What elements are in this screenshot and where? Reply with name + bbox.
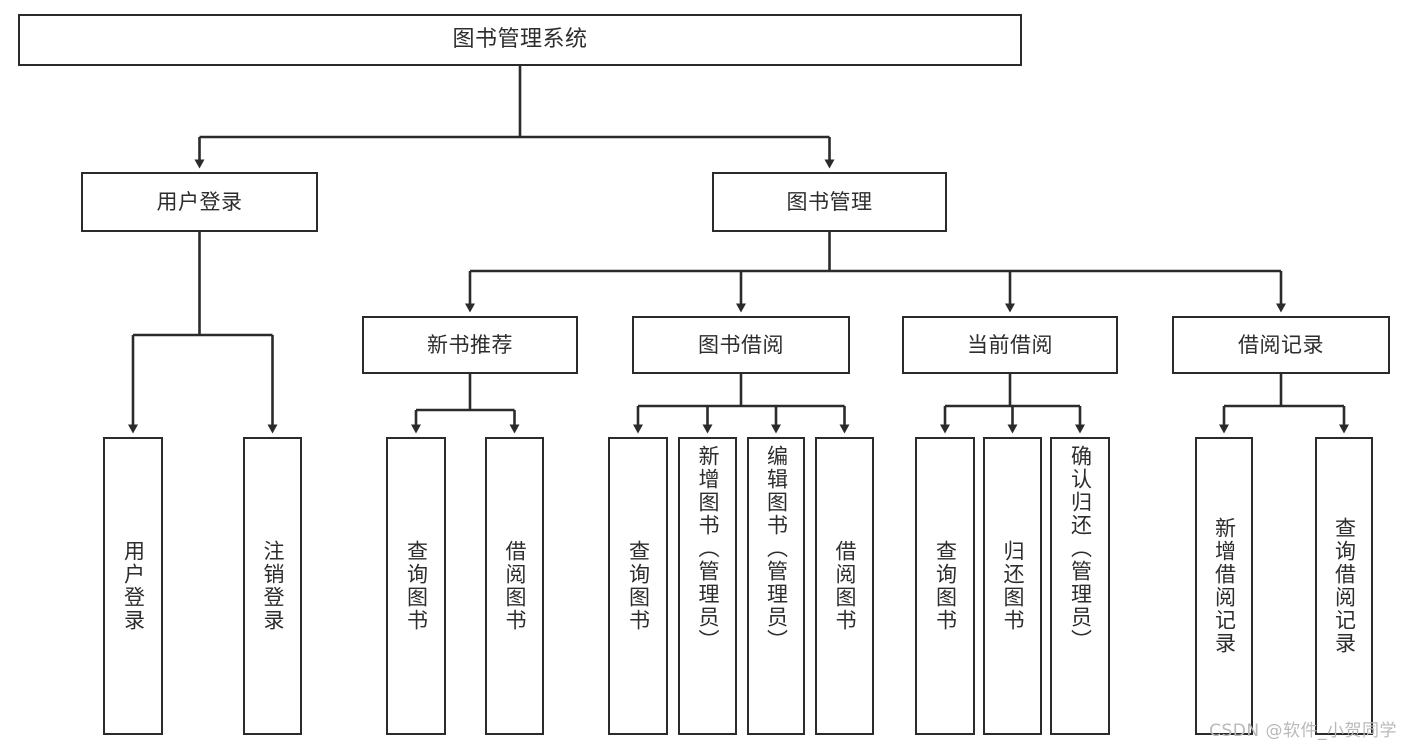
node-label-root: 图书管理系统 [452,27,588,53]
node-book-manage[interactable]: 图书管理 [712,172,947,232]
node-leaf-edit-book-admin[interactable]: 编辑图书（管理员） [747,437,805,735]
node-root[interactable]: 图书管理系统 [18,14,1022,66]
node-leaf-query-book-recommend[interactable]: 查询图书 [386,437,446,735]
node-label-user-login: 用户登录 [156,189,243,214]
node-leaf-add-borrow-record[interactable]: 新增借阅记录 [1195,437,1253,735]
node-leaf-add-book-admin[interactable]: 新增图书（管理员） [678,437,737,735]
node-label-leaf-query-borrow-record: 查询借阅记录 [1332,517,1357,655]
node-label-leaf-return-book: 归还图书 [1001,540,1025,632]
node-leaf-borrow-book[interactable]: 借阅图书 [815,437,874,735]
node-leaf-logout-login[interactable]: 注销登录 [243,437,302,735]
node-label-borrow-record: 借阅记录 [1238,332,1324,357]
node-leaf-borrow-book-recommend[interactable]: 借阅图书 [485,437,544,735]
node-current-borrow[interactable]: 当前借阅 [902,316,1118,374]
node-new-book-recommend[interactable]: 新书推荐 [362,316,578,374]
node-label-leaf-edit-book-admin: 编辑图书（管理员） [764,445,789,652]
node-leaf-query-borrow-record[interactable]: 查询借阅记录 [1315,437,1373,735]
node-label-book-manage: 图书管理 [786,189,873,214]
node-label-leaf-add-borrow-record: 新增借阅记录 [1212,517,1237,655]
node-label-leaf-query-book-current: 查询图书 [933,540,958,632]
node-label-leaf-confirm-return-admin: 确认归还（管理员） [1068,445,1093,652]
node-leaf-confirm-return-admin[interactable]: 确认归还（管理员） [1050,437,1110,735]
csdn-watermark: CSDN @软件_小贺同学 [1209,721,1397,741]
node-user-login[interactable]: 用户登录 [81,172,318,232]
node-label-leaf-add-book-admin: 新增图书（管理员） [696,445,720,652]
node-leaf-query-book-borrow[interactable]: 查询图书 [608,437,668,735]
node-label-new-book-recommend: 新书推荐 [427,332,513,357]
node-label-leaf-user-login: 用户登录 [121,540,146,632]
node-label-book-borrow: 图书借阅 [698,332,784,357]
node-label-leaf-borrow-book-recommend: 借阅图书 [503,540,527,632]
node-book-borrow[interactable]: 图书借阅 [632,316,850,374]
node-label-leaf-borrow-book: 借阅图书 [833,540,857,632]
node-borrow-record[interactable]: 借阅记录 [1172,316,1390,374]
node-label-leaf-logout-login: 注销登录 [261,540,285,632]
node-label-leaf-query-book-borrow: 查询图书 [626,540,651,632]
node-label-current-borrow: 当前借阅 [967,332,1053,357]
node-leaf-return-book[interactable]: 归还图书 [983,437,1042,735]
node-leaf-user-login[interactable]: 用户登录 [103,437,163,735]
node-leaf-query-book-current[interactable]: 查询图书 [915,437,975,735]
node-label-leaf-query-book-recommend: 查询图书 [404,540,429,632]
